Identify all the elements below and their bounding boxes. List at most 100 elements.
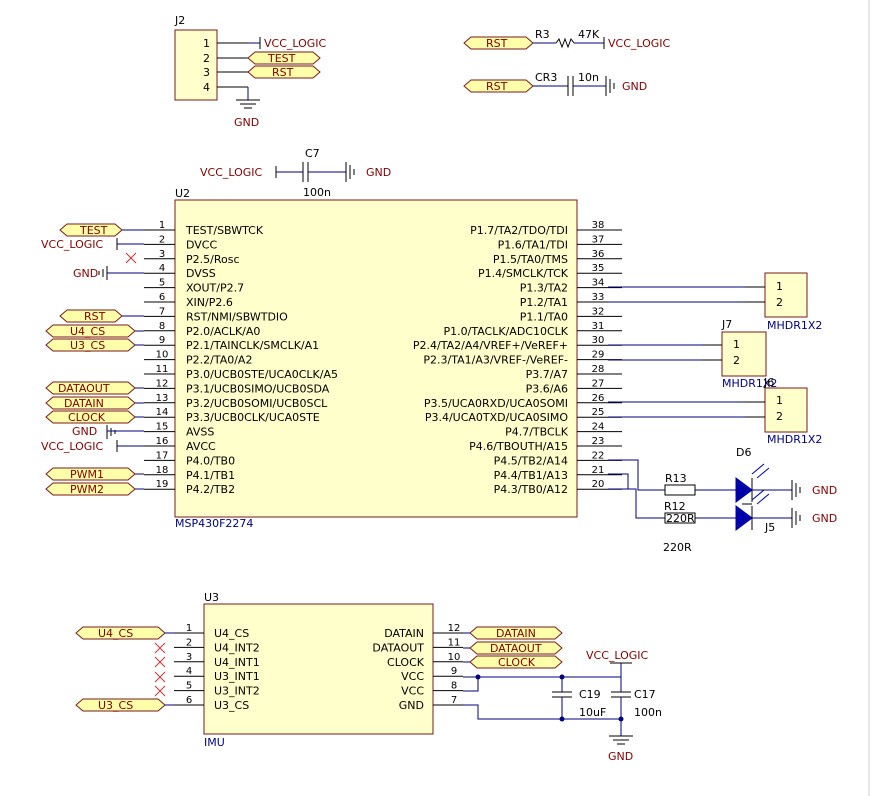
u3-ref: U3 [204, 591, 219, 604]
u2-u3cs-label: U3_CS [70, 339, 105, 352]
r3-ref: R3 [535, 28, 550, 41]
header-j7-pin-1: 1 [733, 338, 740, 351]
u2-left-pin-number: 19 [156, 479, 169, 490]
u2-right-pin-number: 29 [592, 350, 605, 361]
u2-left-pin-name: AVCC [186, 440, 216, 453]
u2-left-pin-number: 18 [156, 465, 169, 476]
r3-value: 47K [578, 28, 600, 41]
u3-left-pin-number: 6 [186, 695, 192, 706]
c7-capacitor: VCC_LOGIC C7 100n GND [200, 147, 391, 199]
cr3-value: 10n [578, 71, 599, 84]
u2-u4cs-label: U4_CS [70, 325, 105, 338]
u3-u3cs-label: U3_CS [98, 699, 133, 712]
c7-vcc-label: VCC_LOGIC [200, 166, 263, 179]
u3-left-pin-number: 3 [186, 652, 192, 663]
j2-header: J2 1 2 3 4 VCC_LOGIC TEST RST GND [174, 14, 327, 129]
u2-left-pin-3: 3 P2.5/Rosc [144, 249, 240, 266]
c19-value: 10uF [579, 706, 606, 719]
header-j7-pin-2: 2 [733, 354, 740, 367]
r3-resistor: RST R3 47K VCC_LOGIC [463, 28, 671, 50]
u2-right-pin-number: 23 [592, 436, 605, 447]
u2-left-pin-number: 2 [159, 234, 165, 245]
u3-dataout-label: DATAOUT [490, 642, 542, 655]
u2-left-pin-number: 15 [156, 422, 169, 433]
header-j7-value: MHDR1X2 [722, 377, 777, 390]
j2-ref: J2 [174, 14, 185, 27]
u2-left-pin-11: 11 P3.0/UCB0STE/UCA0CLK/A5 [144, 364, 338, 381]
u2-right-pin-name: P1.0/TACLK/ADC10CLK [444, 325, 569, 338]
u3-left-pin-number: 5 [186, 681, 192, 692]
u2-left-pin-name: P2.5/Rosc [186, 253, 240, 266]
u2-right-pin-name: P3.7/A7 [526, 368, 568, 381]
c19-ref: C19 [579, 688, 601, 701]
j2-gnd-label: GND [234, 116, 259, 129]
u2-right-pin-name: P4.5/TB2/A14 [494, 454, 568, 467]
u2-gnd2-label: GND [72, 425, 97, 438]
j2-rst-port [247, 65, 321, 79]
u2-right-pin-name: P1.5/TA0/TMS [493, 253, 568, 266]
u2-left-pin-name: P4.2/TB2 [186, 483, 235, 496]
u3-left-pin-name: U3_INT2 [214, 685, 260, 698]
u2-right-pin-number: 20 [592, 479, 605, 490]
u2-left-pin-name: P2.2/TA0/A2 [186, 354, 252, 367]
u3-right-pin-name: DATAIN [384, 627, 424, 640]
u3-left-pin-number: 1 [186, 623, 192, 634]
u2-pwm2-label: PWM2 [70, 483, 104, 496]
u2-right-pin-number: 24 [592, 422, 605, 433]
u2-left-pin-number: 3 [159, 249, 165, 260]
j2-pin-1: 1 [203, 37, 210, 50]
u2-right-pin-number: 26 [592, 393, 605, 404]
u2-left-pin-number: 9 [159, 335, 165, 346]
u2-left-pin-name: P4.0/TB0 [186, 454, 235, 467]
led-circuit: R13 R12 220R 220R D6 J5 GND GND [608, 446, 837, 554]
u2-left-pin-number: 6 [159, 292, 165, 303]
u2-right-pin-name: P2.3/TA1/A3/VREF-/VeREF- [423, 354, 568, 367]
u2-left-pin-name: P3.1/UCB0SIMO/UCB0SDA [186, 382, 330, 395]
u2-right-pins: 38P1.7/TA2/TDO/TDI37P1.6/TA1/TDI36P1.5/T… [413, 220, 622, 496]
u3-right-pin-name: GND [399, 699, 424, 712]
u2-left-pin-name: P3.0/UCB0STE/UCA0CLK/A5 [186, 368, 338, 381]
decoupling-vcc-label: VCC_LOGIC [586, 649, 649, 662]
u2-left-pin-number: 11 [156, 364, 169, 375]
u3-left-pin-name: U4_INT2 [214, 641, 260, 654]
j2-test-port [247, 51, 321, 65]
header-p1-value: MHDR1X2 [767, 319, 822, 332]
u2-left-pin-number: 5 [159, 278, 165, 289]
d5-ref: J5 [764, 521, 775, 534]
header-j6-pin-2: 2 [776, 410, 783, 423]
u2-right-pin-name: P1.6/TA1/TDI [498, 238, 568, 251]
u3-right-pin-number: 8 [451, 681, 457, 692]
u2-vcc2-label: VCC_LOGIC [41, 440, 104, 453]
header-j6-pin-1: 1 [776, 394, 783, 407]
c7-value: 100n [303, 186, 331, 199]
u2-right-pin-number: 30 [592, 335, 605, 346]
u3-left-pin-number: 4 [186, 666, 192, 677]
u3-right-pin-name: CLOCK [387, 656, 425, 669]
u3-clock-port [469, 655, 563, 669]
j2-pin-numbers: 1 2 3 4 [203, 37, 210, 94]
u2-right-pin-number: 22 [592, 450, 605, 461]
u2-vcc-label: VCC_LOGIC [41, 238, 104, 251]
u2-left-pin-number: 1 [159, 220, 165, 231]
u2-left-pin-number: 13 [156, 393, 169, 404]
j2-pin-3: 3 [203, 66, 210, 79]
